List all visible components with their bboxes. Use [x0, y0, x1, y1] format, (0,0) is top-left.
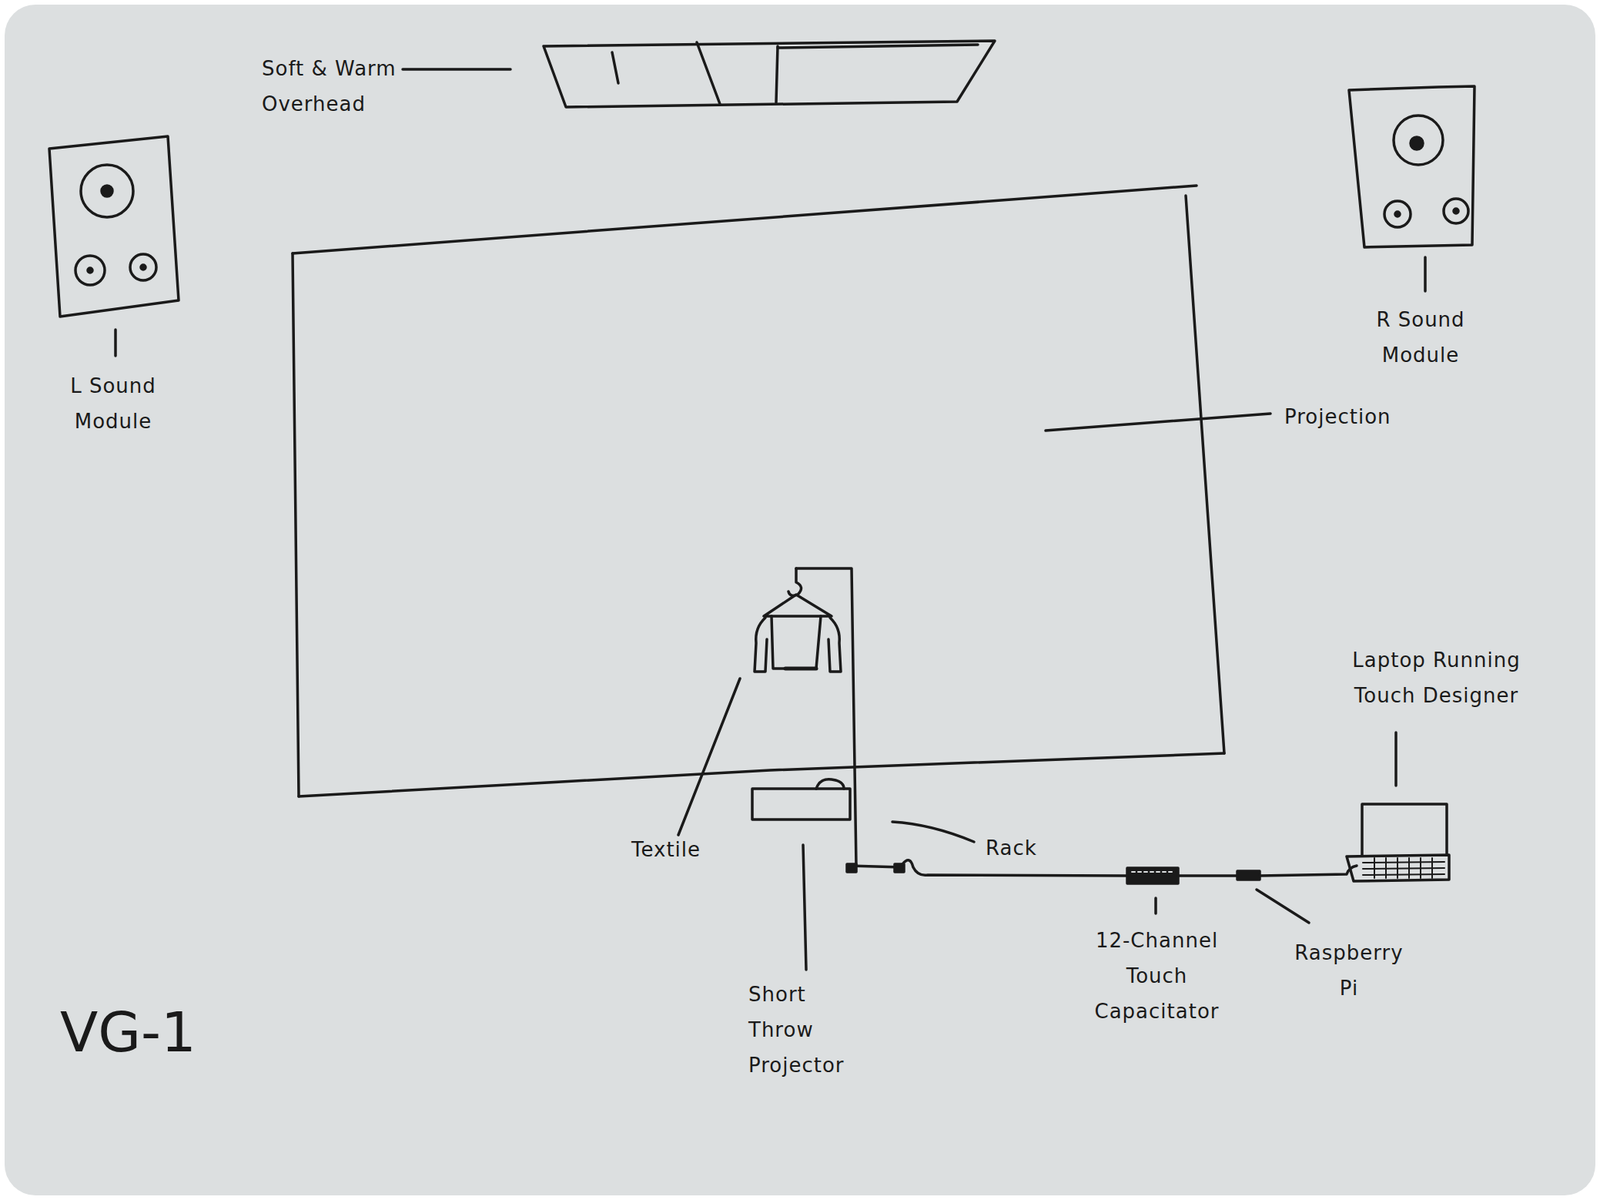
part-label: R Sound Module [1347, 301, 1494, 373]
leader-line [803, 844, 807, 970]
short-throw-projector [752, 779, 851, 970]
clothing-rack [796, 568, 975, 872]
laptop [1346, 732, 1450, 881]
leader-line [113, 329, 118, 356]
speaker-right [1348, 86, 1475, 292]
leader-line [1045, 413, 1271, 431]
part-label: Rack [985, 830, 1078, 866]
part-label: Laptop Running Touch Designer [1330, 642, 1543, 713]
part-label: Projection [1284, 398, 1485, 435]
part-label: L Sound Module [47, 368, 179, 439]
leader-line [1394, 732, 1398, 786]
part-label: 12-Channel Touch Capacitator [1085, 922, 1229, 1029]
projection-surface [292, 185, 1271, 797]
part-label: Short Throw Projector [748, 976, 864, 1083]
speaker-left [49, 136, 179, 356]
leader-line [678, 678, 740, 835]
leader-line [1154, 897, 1158, 914]
leader-line [402, 67, 511, 71]
leader-line [892, 821, 975, 842]
textile-garment [678, 568, 841, 835]
leader-line [1423, 257, 1427, 292]
wiring [902, 860, 1357, 923]
overhead-light [402, 40, 995, 108]
part-label: Raspberry Pi [1287, 934, 1411, 1006]
part-label: Soft & Warm Overhead [261, 50, 409, 122]
leader-line [1256, 889, 1309, 923]
sheet-title: VG-1 [60, 1000, 197, 1063]
part-label: Textile [631, 831, 755, 867]
